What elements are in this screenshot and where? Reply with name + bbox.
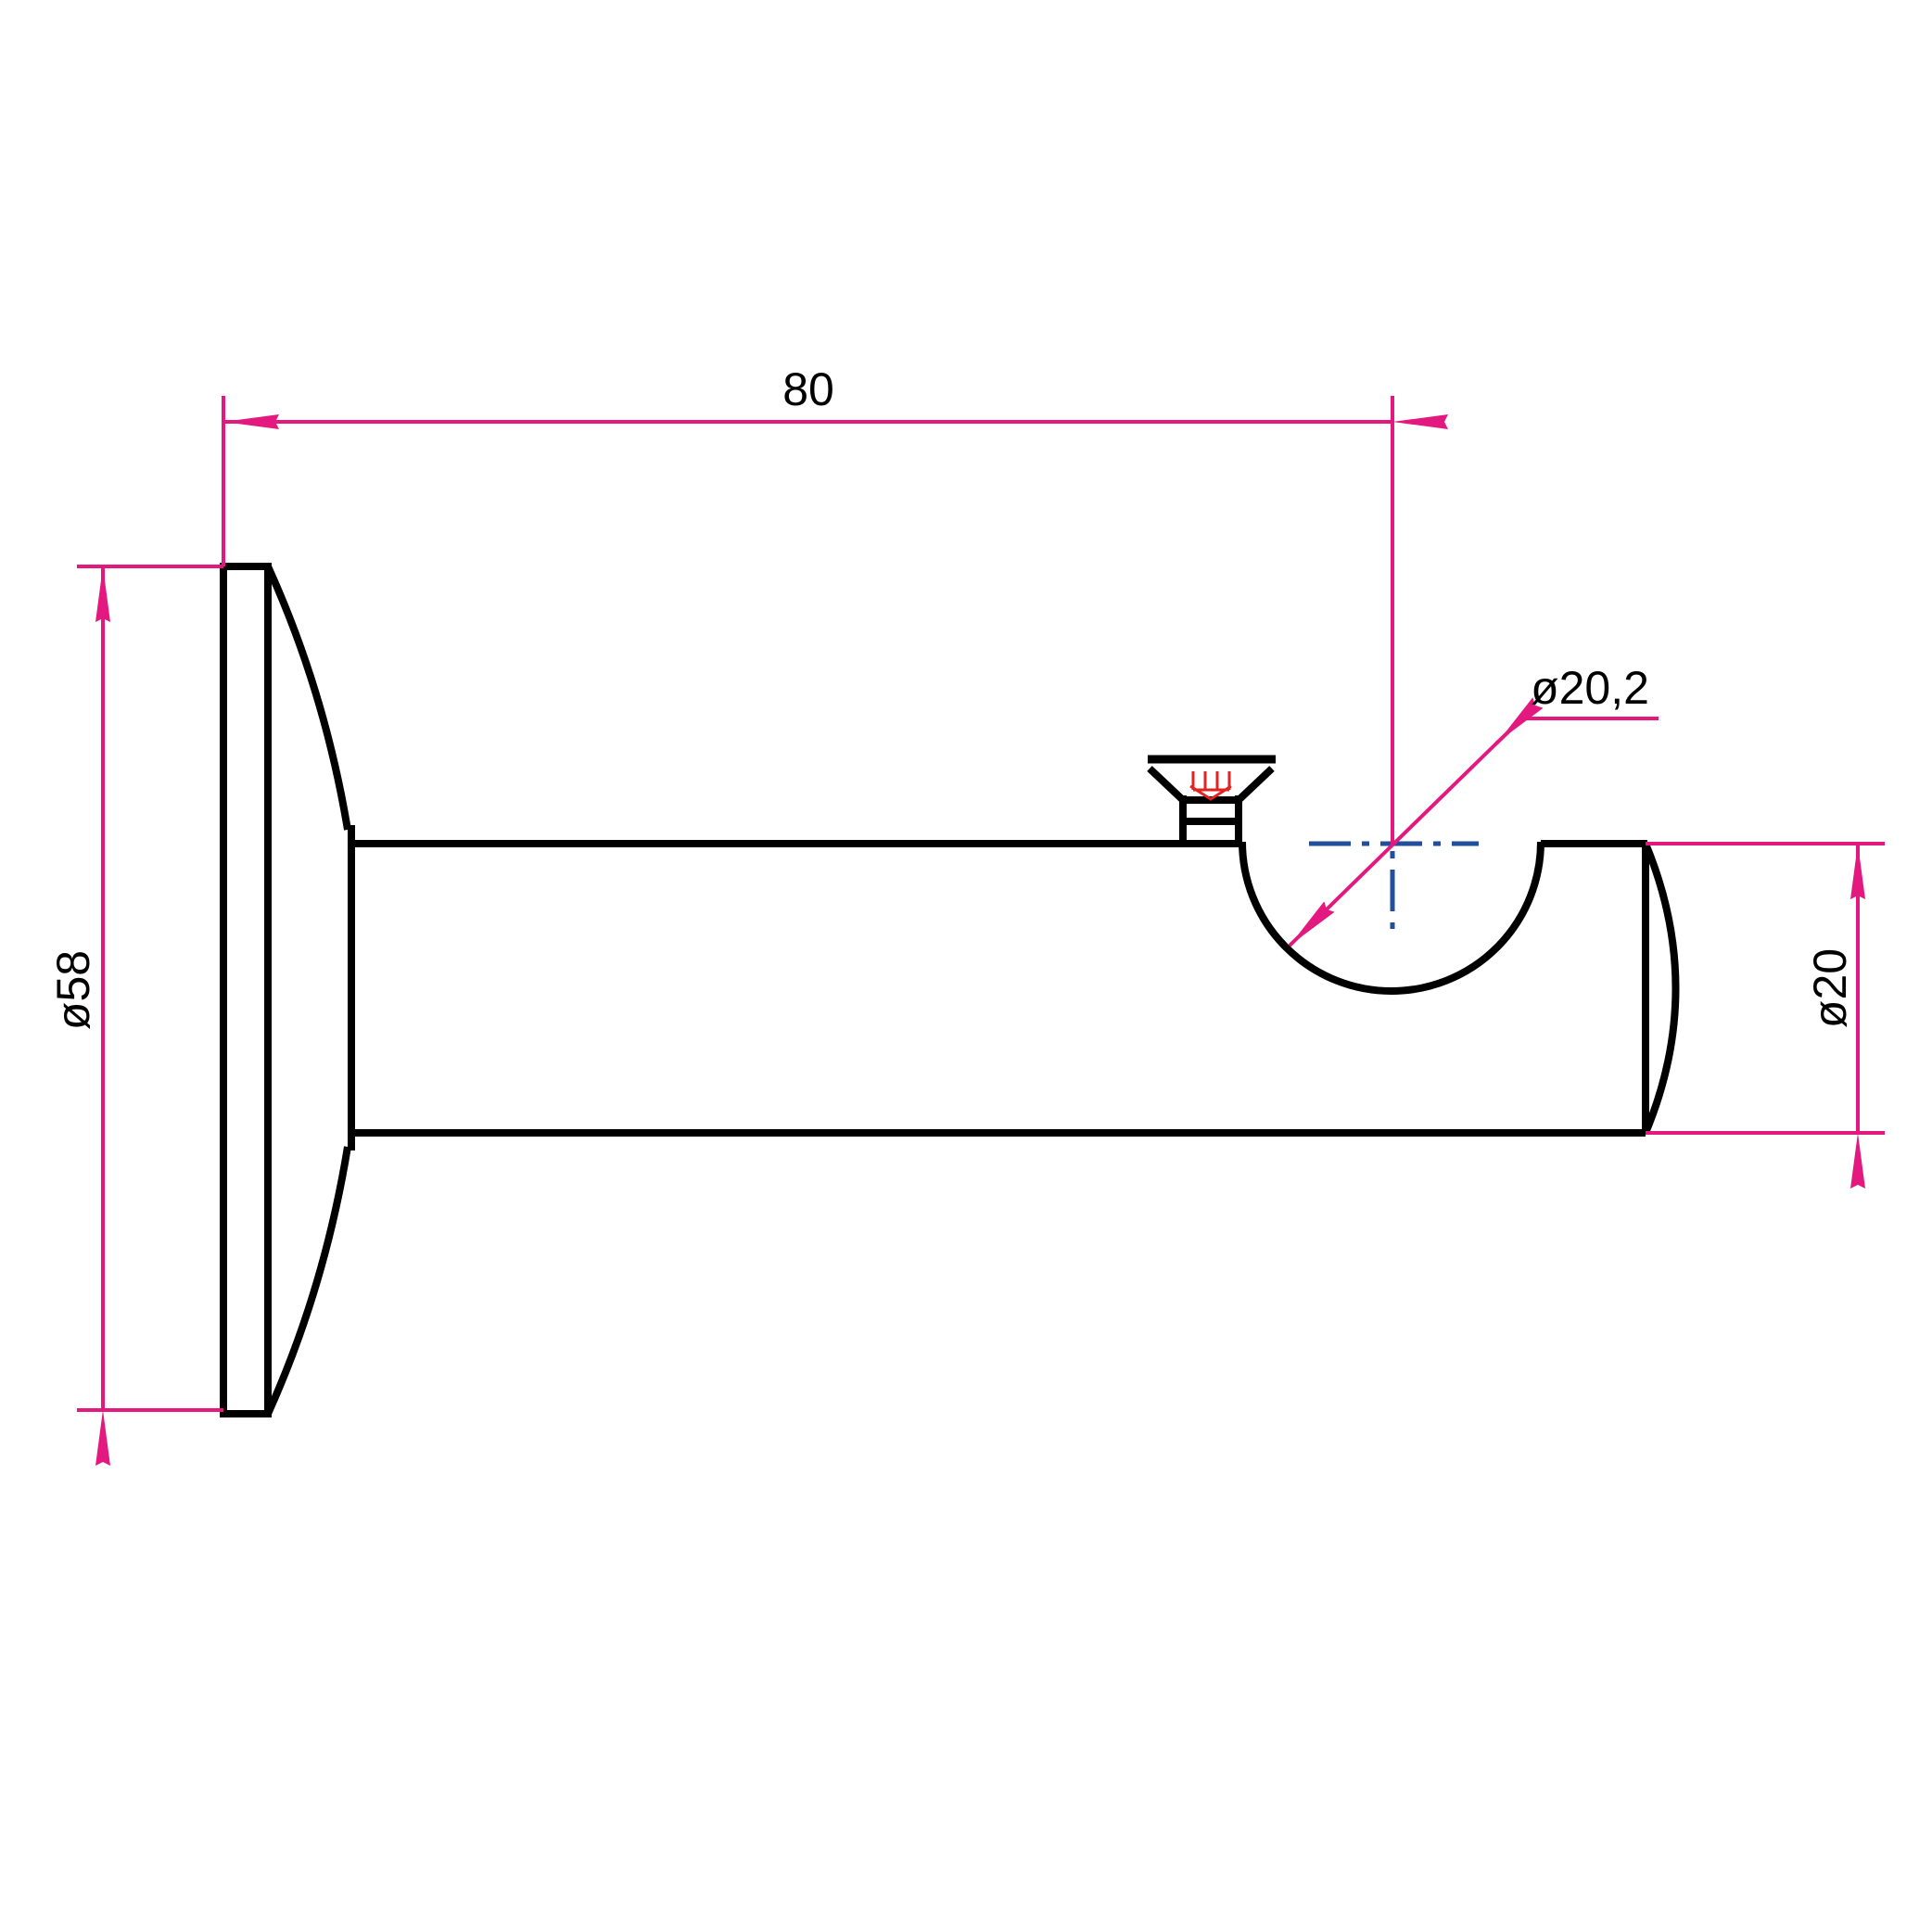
length-dimension-label: 80 xyxy=(782,363,834,415)
hole-leader-line xyxy=(1494,717,1524,745)
wall-plate xyxy=(220,563,272,1417)
flange-cone-lower xyxy=(264,1146,351,1416)
flange-cone-upper xyxy=(264,565,351,831)
screw-countersink xyxy=(1147,766,1275,804)
hole-dimension-line xyxy=(1288,697,1544,947)
end-cap-dome xyxy=(1642,842,1680,1135)
part-outline xyxy=(220,563,1680,1417)
hole-diameter-label: ø20,2 xyxy=(1531,662,1649,714)
screw-thread-marks xyxy=(1189,771,1232,801)
rod-diameter-label: ø20 xyxy=(1804,948,1856,1028)
centerlines xyxy=(1309,841,1479,929)
set-screw xyxy=(1147,755,1276,845)
flange-diameter-label: ø58 xyxy=(47,950,99,1030)
rod-seat-cutout xyxy=(1239,841,1544,995)
dimension-lines xyxy=(77,396,1885,1466)
